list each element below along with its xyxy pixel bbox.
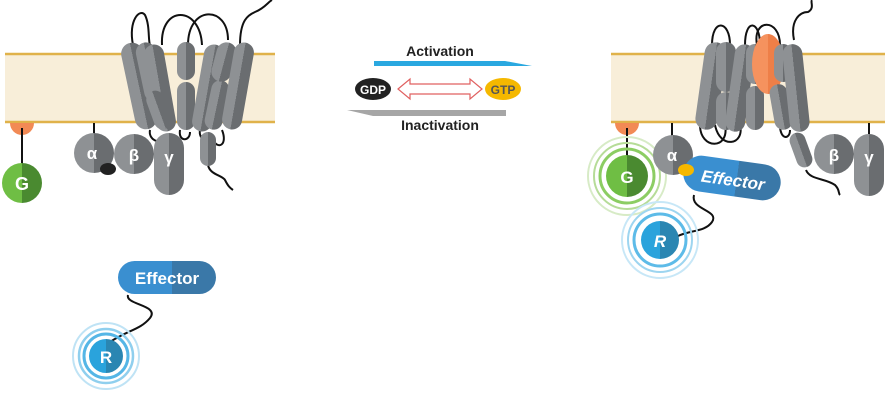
r-label-right: R [654,232,667,251]
alpha-subunit-left: α [74,123,116,175]
gtp-bound-dot [678,164,694,176]
inactive-state: G α β γ Effector R [2,0,275,390]
receptor-helices-left [121,42,254,166]
inactivation-label: Inactivation [401,117,479,133]
beta-label-right: β [829,146,839,165]
beta-subunit-left: β [114,134,154,174]
alpha-label-right: α [667,146,678,165]
g-label-left: G [15,174,29,194]
r-node-right: R [621,201,699,279]
gdp-badge [355,78,391,100]
g-protein-anchor-left [10,123,34,166]
active-state: G α Effector R β [587,0,885,279]
receptor-loops-right [699,0,841,196]
activation-arrow [374,61,532,66]
alpha-label-left: α [87,144,98,163]
g-label-right: G [620,168,633,187]
exchange-arrow [397,77,483,101]
effector-label-left: Effector [135,269,200,288]
effector-right: Effector [677,155,781,237]
beta-label-left: β [129,146,139,165]
gdp-label: GDP [360,83,386,97]
r-label-left: R [100,348,112,367]
g-node-left: G [2,163,42,203]
gamma-label-right: γ [864,148,874,167]
gamma-label-left: γ [164,148,174,167]
gamma-subunit-left: γ [154,133,184,195]
effector-left: Effector [109,261,216,343]
gdp-bound-dot [100,163,116,175]
gtp-label: GTP [491,83,516,97]
r-node-left: R [72,322,140,390]
state-transition: Activation GDP GTP Inactivation [347,43,532,133]
beta-subunit-right: β [814,134,854,174]
activation-label: Activation [406,43,474,59]
gtp-badge [485,78,521,100]
g-node-right: G [587,136,667,216]
g-protein-anchor-right [615,123,639,160]
gamma-subunit-right: γ [854,123,884,196]
receptor-loops-left [130,0,273,191]
receptor-helices-right-2 [769,44,813,168]
inactivation-arrow [347,110,506,116]
